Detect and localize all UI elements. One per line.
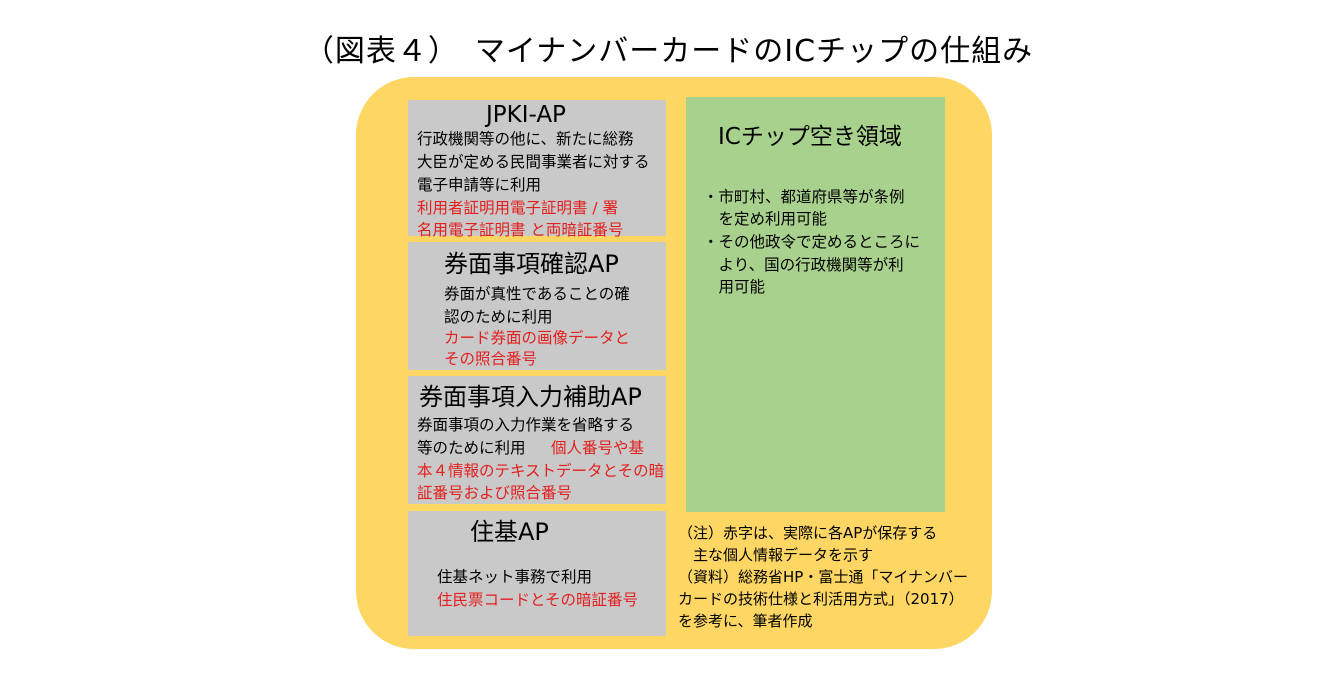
kenmen-nyuryoku-ap-text: 等のために利用 bbox=[417, 439, 526, 457]
jpki-ap-heading: JPKI-AP bbox=[486, 102, 566, 128]
ic-free-area-box: ICチップ空き領域 ・市町村、都道府県等が条例 を定め利用可能 ・その他政令で定… bbox=[686, 97, 945, 512]
source-line: （資料）総務省HP・富士通「マイナンバー bbox=[678, 568, 969, 586]
ic-free-area-text: ・市町村、都道府県等が条例 bbox=[703, 188, 905, 206]
kenmen-nyuryoku-ap-data: 証番号および照合番号 bbox=[417, 484, 573, 502]
kenmen-nyuryoku-ap-heading: 券面事項入力補助AP bbox=[419, 383, 642, 411]
kenmen-nyuryoku-ap-text: 券面事項の入力作業を省略する bbox=[417, 416, 635, 434]
ic-free-area-heading: ICチップ空き領域 bbox=[718, 124, 902, 150]
kenmen-nyuryoku-ap-data: 個人番号や基 bbox=[551, 439, 645, 457]
jpki-ap-text: 大臣が定める民間事業者に対する bbox=[417, 153, 650, 171]
note-line: （注）赤字は、実際に各APが保存する bbox=[678, 524, 938, 542]
juki-ap-box: 住基AP 住基ネット事務で利用 住民票コードとその暗証番号 bbox=[408, 511, 666, 636]
juki-ap-text: 住基ネット事務で利用 bbox=[437, 568, 593, 586]
juki-ap-data: 住民票コードとその暗証番号 bbox=[437, 591, 639, 609]
jpki-ap-box: JPKI-AP 行政機関等の他に、新たに総務 大臣が定める民間事業者に対する 電… bbox=[408, 100, 666, 239]
kenmen-kakunin-ap-text: 認のために利用 bbox=[444, 308, 553, 326]
kenmen-nyuryoku-ap-data: 本４情報のテキストデータとその暗 bbox=[417, 462, 665, 480]
kenmen-kakunin-ap-data: カード券面の画像データと bbox=[444, 329, 631, 347]
source-line: を参考に、筆者作成 bbox=[678, 612, 813, 630]
ic-free-area-text: を定め利用可能 bbox=[703, 210, 828, 228]
ic-free-area-text: ・その他政令で定めるところに bbox=[703, 233, 921, 251]
juki-ap-heading: 住基AP bbox=[470, 518, 549, 546]
ic-free-area-text: より、国の行政機関等が利 bbox=[703, 256, 904, 274]
jpki-ap-text: 電子申請等に利用 bbox=[417, 176, 542, 194]
jpki-ap-data: 利用者証明用電子証明書 / 署 bbox=[417, 199, 619, 217]
jpki-ap-data: 名用電子証明書 と両暗証番号 bbox=[417, 221, 624, 239]
kenmen-kakunin-ap-heading: 券面事項確認AP bbox=[444, 250, 619, 278]
ic-free-area-text: 用可能 bbox=[703, 278, 766, 296]
note-line: 主な個人情報データを示す bbox=[678, 546, 874, 564]
ic-chip-card: JPKI-AP 行政機関等の他に、新たに総務 大臣が定める民間事業者に対する 電… bbox=[356, 77, 992, 649]
jpki-ap-text: 行政機関等の他に、新たに総務 bbox=[417, 130, 634, 148]
kenmen-nyuryoku-ap-box: 券面事項入力補助AP 券面事項の入力作業を省略する 等のために利用 個人番号や基… bbox=[408, 376, 666, 504]
kenmen-kakunin-ap-text: 券面が真性であることの確 bbox=[444, 285, 630, 303]
kenmen-kakunin-ap-box: 券面事項確認AP 券面が真性であることの確 認のために利用 カード券面の画像デー… bbox=[408, 242, 666, 370]
kenmen-kakunin-ap-data: その照合番号 bbox=[444, 350, 538, 368]
source-line: カードの技術仕様と利活用方式」（2017） bbox=[678, 590, 964, 608]
figure-title: （図表４） マイナンバーカードのICチップの仕組み bbox=[303, 34, 1034, 69]
